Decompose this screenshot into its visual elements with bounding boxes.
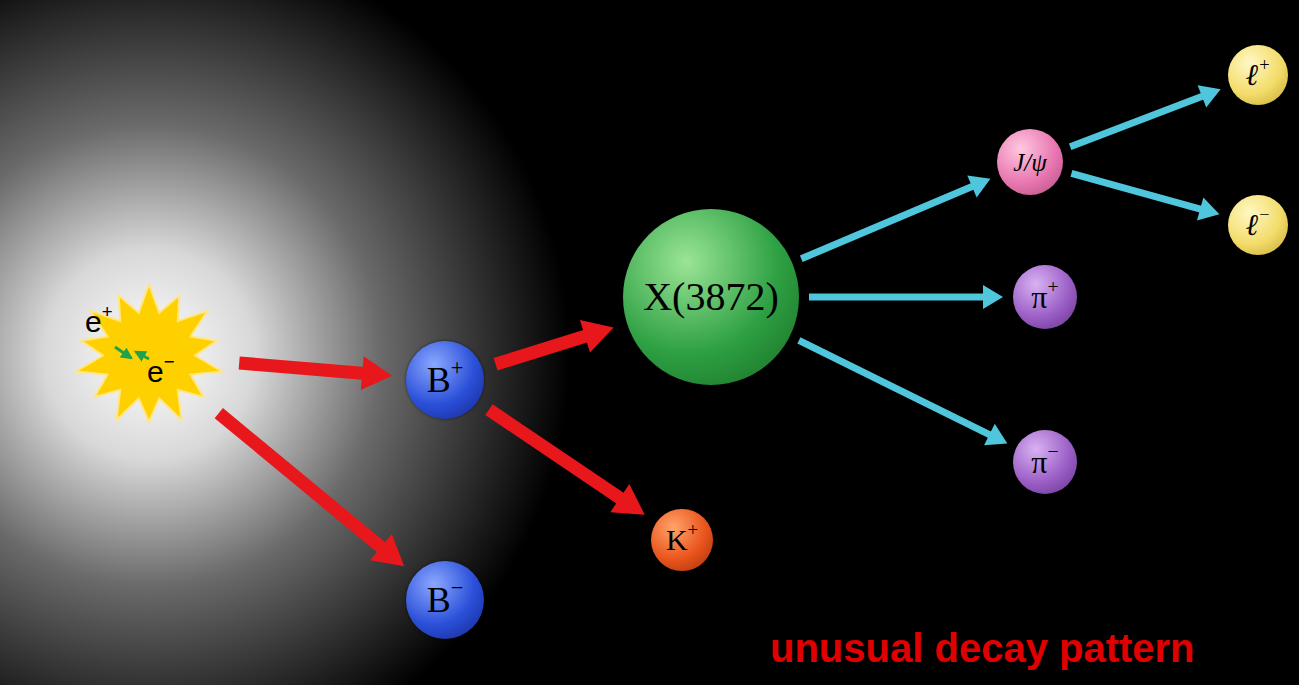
decay-arrow [809, 285, 1003, 309]
particle-circle: ℓ+ [1228, 45, 1288, 105]
starburst [76, 284, 222, 422]
arrow-shaft [496, 335, 591, 365]
arrow-head [967, 176, 990, 198]
arrow-head [983, 285, 1003, 309]
particle-label: X(3872) [643, 277, 779, 317]
burst-outline [73, 283, 225, 428]
particle-circle: X(3872) [623, 209, 799, 385]
beam-label: e+ [85, 307, 113, 337]
beam-label: e− [147, 357, 175, 387]
decay-arrow [801, 176, 990, 259]
decay-arrow [799, 340, 1007, 445]
particle-circle: B+ [406, 341, 484, 419]
particle-label: B− [427, 582, 464, 618]
decay-arrow [1071, 173, 1219, 220]
particle-circle: π− [1013, 430, 1077, 494]
particle-circle: J/ψ [997, 129, 1063, 195]
arrow-head [370, 534, 404, 566]
annotation: unusual decay pattern [770, 628, 1195, 668]
arrow-head [984, 424, 1007, 446]
arrow-shaft [809, 294, 987, 301]
particle-label: K+ [666, 525, 698, 555]
arrow-shaft [1071, 173, 1204, 210]
collision-burst: e+ e− [73, 283, 225, 428]
arrow-head [1197, 197, 1219, 220]
particle-label: π− [1031, 446, 1058, 478]
particle-label: π+ [1031, 281, 1058, 313]
decay-arrow [1070, 85, 1220, 146]
particle-label: J/ψ [1013, 150, 1047, 175]
particle-label: B+ [427, 362, 464, 398]
particle-label: ℓ− [1245, 210, 1270, 240]
particle-circle: π+ [1013, 265, 1077, 329]
particle-label: ℓ+ [1245, 60, 1270, 90]
decay-arrow [496, 320, 614, 364]
particle-circle: ℓ− [1228, 195, 1288, 255]
arrow-shaft [239, 363, 368, 374]
arrow-shaft [799, 340, 993, 436]
decay-arrow [489, 410, 645, 515]
arrow-head [580, 320, 614, 352]
arrow-shaft [801, 185, 975, 259]
arrow-shaft [1070, 95, 1206, 147]
particle-circle: K+ [651, 509, 713, 571]
decay-arrow [219, 413, 404, 566]
arrow-head [610, 484, 644, 515]
arrow-head [1198, 85, 1221, 107]
arrow-shaft [219, 413, 386, 551]
glow [0, 0, 570, 685]
beam-arrow [115, 347, 131, 358]
particle-circle: B− [406, 561, 484, 639]
arrow-head [361, 356, 392, 390]
arrow-shaft [489, 410, 625, 502]
decay-arrow [239, 356, 392, 390]
